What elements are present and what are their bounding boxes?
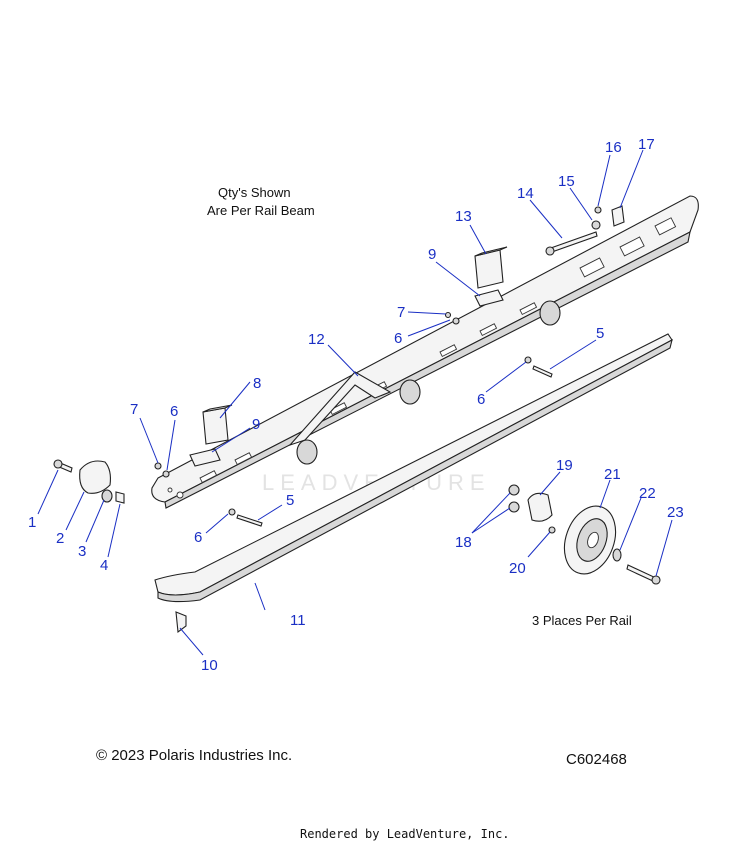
callout-15: 15 xyxy=(558,173,575,190)
callout-9: 9 xyxy=(428,246,436,263)
callout-7: 7 xyxy=(397,304,405,321)
rail-beam xyxy=(151,195,699,509)
callout-2: 2 xyxy=(56,530,64,547)
callout-11: 11 xyxy=(290,612,306,629)
front-parts xyxy=(53,459,125,504)
callout-5: 5 xyxy=(286,492,294,509)
callout-19: 19 xyxy=(556,457,573,474)
callout-3: 3 xyxy=(78,543,86,560)
beam-slots xyxy=(199,217,677,484)
spacer-blocks xyxy=(189,246,508,467)
qty-note-line2: Are Per Rail Beam xyxy=(207,203,315,218)
callout-9: 9 xyxy=(252,416,260,433)
callout-23: 23 xyxy=(667,504,684,521)
callout-4: 4 xyxy=(100,557,108,574)
places-note: 3 Places Per Rail xyxy=(532,613,632,628)
slide-rail xyxy=(154,333,673,603)
figure-id: C602468 xyxy=(566,751,627,768)
callout-18: 18 xyxy=(455,534,472,551)
callout-16: 16 xyxy=(605,139,622,156)
callout-20: 20 xyxy=(509,560,526,577)
leader-lines xyxy=(37,149,673,656)
callout-14: 14 xyxy=(517,185,534,202)
callout-10: 10 xyxy=(201,657,218,674)
fasteners xyxy=(154,205,625,634)
callout-6: 6 xyxy=(170,403,178,420)
callout-6: 6 xyxy=(394,330,402,347)
footer-text: Rendered by LeadVenture, Inc. xyxy=(300,827,510,841)
callout-22: 22 xyxy=(639,485,656,502)
callout-17: 17 xyxy=(638,136,655,153)
callout-1: 1 xyxy=(28,514,36,531)
qty-note-line1: Qty's Shown xyxy=(218,185,291,200)
callout-7: 7 xyxy=(130,401,138,418)
callout-labels: 1 2 3 4 5 5 6 6 6 6 7 7 8 9 9 10 11 12 1… xyxy=(28,136,684,674)
callout-8: 8 xyxy=(253,375,261,392)
callout-12: 12 xyxy=(308,331,325,348)
callout-21: 21 xyxy=(604,466,621,483)
idler-wheel-assembly xyxy=(508,484,661,585)
callout-13: 13 xyxy=(455,208,472,225)
callout-5: 5 xyxy=(596,325,604,342)
callout-6: 6 xyxy=(477,391,485,408)
callout-6: 6 xyxy=(194,529,202,546)
copyright-text: © 2023 Polaris Industries Inc. xyxy=(96,747,292,764)
